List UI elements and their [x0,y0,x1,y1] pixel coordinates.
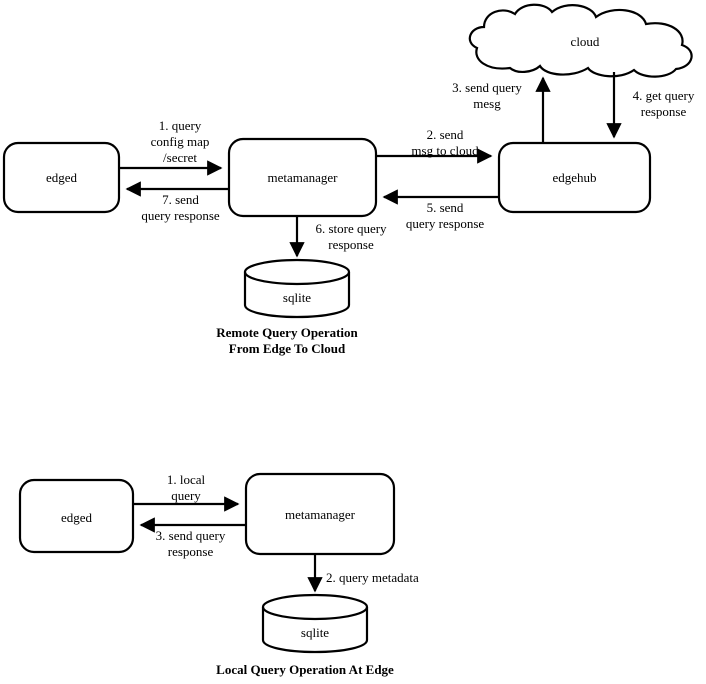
edge-label-7-line2: query response [141,208,220,223]
node-shape-sqlite-top [243,258,351,286]
edge-label-local-1-local-query: 1. local query [134,472,238,504]
node-label-metamanager[interactable]: metamanager [229,170,376,185]
node-label-edgehub[interactable]: edgehub [499,170,650,185]
edge-label-1-line2: config map [150,134,210,149]
node-label-metamanager-local[interactable]: metamanager [246,507,394,522]
edge-label-3-send-query-mesg: 3. send query mesg [437,80,537,112]
edge-label-1-line1: 1. query [158,118,202,133]
edge-label-4-get-query-response: 4. get query response [621,88,706,120]
edge-label-6-store-query-response: 6. store query response [299,221,403,253]
edge-label-4-line1: 4. get query [632,88,695,103]
edge-label-1-query-config-map: 1. query config map /secret [118,118,242,166]
node-label-sqlite[interactable]: sqlite [245,290,349,305]
node-label-edged-text: edged [45,170,78,185]
caption-remote-query-operation: Remote Query Operation From Edge To Clou… [157,325,417,357]
edge-label-6-line2: response [328,237,374,252]
node-label-cloud-text: cloud [570,34,600,49]
edge-label-local-2-query-metadata: 2. query metadata [326,570,486,586]
caption-remote-line1: Remote Query Operation [216,325,358,340]
edge-label-local-3-line1: 3. send query [155,528,226,543]
edge-label-7-line1: 7. send [162,192,199,207]
edge-label-3-line1: 3. send query [452,80,522,95]
edge-label-local-1-line2: query [171,488,201,503]
caption-remote-line2: From Edge To Cloud [228,341,346,356]
edge-label-1-line3: /secret [163,150,197,165]
node-shape-sqlite-local-top [261,593,369,621]
edge-label-local-3-line2: response [167,544,214,559]
edge-label-5-line1: 5. send [426,200,464,215]
edge-label-local-1-line1: 1. local [166,472,206,487]
node-label-sqlite-local-text: sqlite [300,625,330,640]
edge-label-local-2-line1: 2. query metadata [326,570,419,585]
edge-label-5-send-query-response: 5. send query response [380,200,510,232]
edge-label-2-line2: msg to cloud [411,143,479,158]
caption-local-line1: Local Query Operation At Edge [216,662,394,677]
node-label-metamanager-text: metamanager [267,170,338,185]
edge-label-5-line2: query response [405,216,485,231]
caption-local-query-operation: Local Query Operation At Edge [175,662,435,678]
node-label-metamanager-local-text: metamanager [284,507,355,522]
edge-label-2-line1: 2. send [426,127,464,142]
edge-label-4-line2: response [640,104,687,119]
edge-label-3-line2: mesg [473,96,501,111]
edge-label-local-3-send-query-response: 3. send query response [133,528,248,560]
node-label-edged-local[interactable]: edged [20,510,133,525]
node-label-sqlite-local[interactable]: sqlite [263,625,367,640]
node-label-edged[interactable]: edged [4,170,119,185]
node-label-edgehub-text: edgehub [552,170,597,185]
edge-label-6-line1: 6. store query [315,221,387,236]
node-label-sqlite-text: sqlite [282,290,312,305]
edge-label-7-send-query-response: 7. send query response [113,192,248,224]
node-label-edged-local-text: edged [60,510,93,525]
edge-label-2-send-msg-to-cloud: 2. send msg to cloud [382,127,508,159]
node-label-cloud[interactable]: cloud [525,34,645,49]
